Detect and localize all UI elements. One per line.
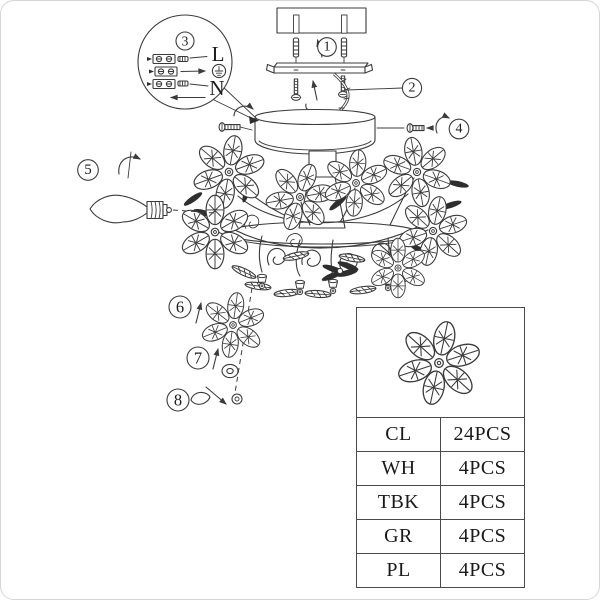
- washer: [221, 363, 239, 379]
- wall-anchor-left: [292, 37, 300, 58]
- live-wire: [189, 56, 208, 59]
- step-8-arrow: [205, 386, 227, 405]
- rotate-arrow-bulb: [118, 153, 141, 175]
- crystal-flower-step6: [197, 288, 270, 361]
- part-qty-cell: 4PCS: [458, 559, 507, 581]
- step-number-1: 1: [324, 40, 331, 55]
- live-label: L: [212, 42, 225, 66]
- cap-nut: [231, 393, 243, 405]
- step-badge-1: 1: [317, 37, 337, 57]
- parts-row: WH 4PCS: [357, 452, 524, 486]
- step-badge-6: 6: [168, 295, 192, 319]
- rotate-arrow-canopy-right: [435, 112, 450, 134]
- chandelier-body: [179, 130, 474, 400]
- step-badge-2: 2: [401, 77, 423, 99]
- step-badge-8: 8: [166, 388, 190, 412]
- neutral-wire: [189, 83, 209, 87]
- parts-row: CL 24PCS: [357, 418, 524, 452]
- ceiling-canopy: [254, 108, 376, 178]
- canopy-screw-left: [218, 122, 253, 132]
- step-number-6: 6: [176, 298, 184, 317]
- bowl-rim-lower: [224, 232, 420, 248]
- parts-table-header: [357, 308, 524, 418]
- neutral-label: N: [209, 76, 224, 100]
- part-code-cell: TBK: [357, 486, 441, 519]
- step-number-5: 5: [84, 162, 92, 178]
- bulb-axis-dashed-line: [172, 209, 215, 214]
- crystal-flower-sample: [390, 313, 489, 412]
- mount-dashed-line: [233, 287, 253, 400]
- balloon-pointer-tip: [249, 116, 259, 124]
- step-number-4: 4: [456, 122, 463, 137]
- parts-row: GR 4PCS: [357, 520, 524, 554]
- step-badge-4: 4: [448, 118, 470, 140]
- bracket-screw-left: [291, 78, 301, 101]
- wiring-detail-balloon: 3 L N: [137, 14, 259, 124]
- ground-icon: [211, 63, 227, 79]
- step-2-arrow: [311, 79, 318, 101]
- step-number-7: 7: [194, 349, 202, 368]
- wire-ferrule-live: [177, 55, 189, 63]
- step-6-arrow: [195, 301, 203, 324]
- wire-ferrule-neutral: [177, 80, 189, 87]
- part-qty-cell: 4PCS: [458, 525, 507, 547]
- part-code-cell: WH: [357, 452, 441, 485]
- wall-anchor-right: [340, 37, 348, 58]
- step-badge-7: 7: [186, 346, 210, 370]
- rotate-arrow-axis: [127, 151, 132, 179]
- step-number-8: 8: [174, 391, 182, 410]
- finial-cap: [190, 391, 211, 405]
- part-code-cell: PL: [357, 554, 441, 587]
- step-number-2: 2: [409, 81, 416, 96]
- parts-row: PL 4PCS: [357, 554, 524, 587]
- dark-dragonfly-leaf: [320, 259, 360, 283]
- parts-table: CL 24PCS WH 4PCS TBK 4PCS GR 4PCS PL 4PC…: [356, 307, 525, 588]
- step-badge-5: 5: [77, 159, 99, 181]
- step-badge-3: 3: [175, 31, 195, 51]
- part-qty-cell: 4PCS: [458, 491, 507, 513]
- step-2-leader: [346, 87, 403, 91]
- crystal-flower: [179, 195, 252, 269]
- ground-wire-arrow: [180, 68, 207, 75]
- parts-table-flower: [357, 308, 523, 415]
- ceiling-section: [276, 7, 367, 34]
- mounting-bracket: [265, 62, 374, 74]
- step-number-3: 3: [182, 34, 189, 49]
- part-qty-cell: 24PCS: [453, 423, 512, 445]
- rotate-arrow-canopy-left: [233, 102, 254, 117]
- part-code-cell: CL: [357, 418, 441, 451]
- part-qty-cell: 4PCS: [458, 457, 507, 479]
- part-code-cell: GR: [357, 520, 441, 553]
- parts-row: TBK 4PCS: [357, 486, 524, 520]
- step-7-arrow: [212, 347, 220, 370]
- canopy-screw-right: [406, 123, 434, 133]
- candle-bulb: [89, 194, 172, 224]
